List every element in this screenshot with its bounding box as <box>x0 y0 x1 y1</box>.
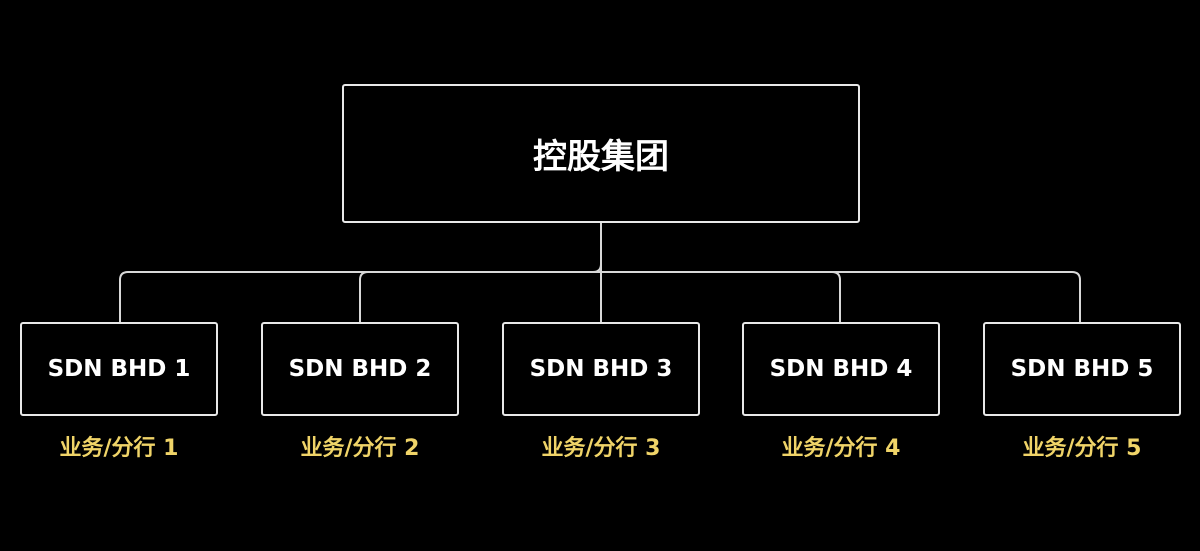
child-caption-2: 业务/分行 2 <box>300 436 420 461</box>
connector-to-child-2 <box>359 271 369 322</box>
child-node-label: SDN BHD 4 <box>769 356 913 382</box>
child-node-2: SDN BHD 2 <box>261 322 459 416</box>
connector-to-child-1 <box>119 271 601 322</box>
child-node-label: SDN BHD 3 <box>529 356 673 382</box>
child-caption-1: 业务/分行 1 <box>59 436 179 461</box>
root-node-label: 控股集团 <box>533 137 669 177</box>
connector-to-child-4 <box>831 271 841 322</box>
child-node-4: SDN BHD 4 <box>742 322 940 416</box>
connector-to-child-5 <box>601 271 1081 322</box>
child-node-1: SDN BHD 1 <box>20 322 218 416</box>
root-node-holding-group: 控股集团 <box>342 84 860 223</box>
child-caption-5: 业务/分行 5 <box>1022 436 1142 461</box>
child-node-label: SDN BHD 5 <box>1010 356 1154 382</box>
connector-trunk <box>592 223 602 273</box>
child-node-label: SDN BHD 1 <box>47 356 191 382</box>
child-node-3: SDN BHD 3 <box>502 322 700 416</box>
child-node-5: SDN BHD 5 <box>983 322 1181 416</box>
child-node-label: SDN BHD 2 <box>288 356 432 382</box>
child-caption-4: 业务/分行 4 <box>781 436 901 461</box>
child-caption-3: 业务/分行 3 <box>541 436 661 461</box>
